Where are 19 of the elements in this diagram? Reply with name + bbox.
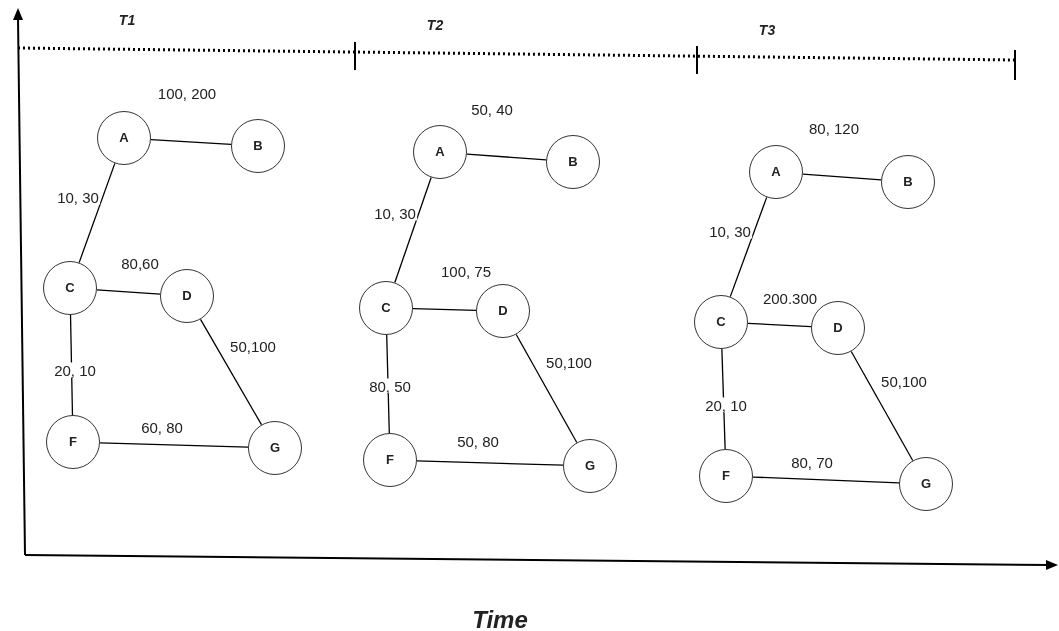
edge-line bbox=[96, 289, 161, 295]
time-period-label: T1 bbox=[118, 11, 136, 30]
edge-label: 80, 50 bbox=[368, 378, 412, 394]
edge-line bbox=[99, 442, 249, 448]
edge-line bbox=[150, 138, 232, 146]
edge-line bbox=[747, 322, 812, 328]
edge-line bbox=[199, 318, 263, 426]
edge-line bbox=[515, 333, 578, 444]
edge-line bbox=[802, 173, 882, 181]
edge-line bbox=[412, 308, 477, 311]
axis-label: Time bbox=[472, 605, 528, 631]
edge-line bbox=[466, 153, 547, 161]
edge-label: 20, 10 bbox=[53, 362, 97, 378]
edge-line bbox=[752, 476, 900, 484]
edge-line bbox=[416, 460, 564, 466]
edge-line bbox=[850, 350, 914, 462]
edge-label: 20, 10 bbox=[704, 397, 748, 413]
time-period-label: T3 bbox=[758, 21, 776, 40]
time-period-label: T2 bbox=[426, 16, 444, 35]
